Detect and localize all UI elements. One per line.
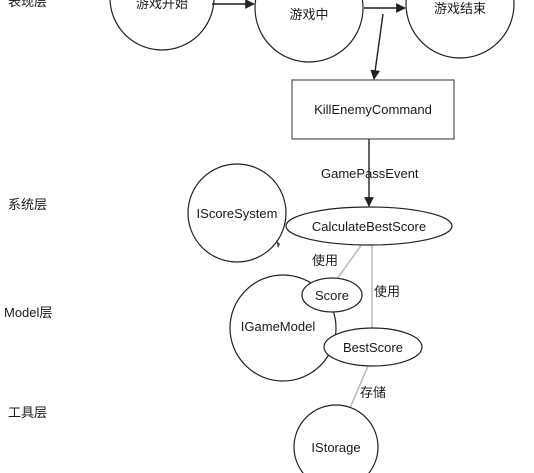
store-label: 存储 bbox=[360, 385, 386, 400]
in-game-label: 游戏中 bbox=[289, 7, 328, 22]
game-over-label: 游戏结束 bbox=[434, 1, 486, 16]
layer-label-tools: 工具层 bbox=[8, 405, 47, 420]
best-score-label: BestScore bbox=[343, 340, 403, 355]
best-score-node[interactable] bbox=[323, 327, 423, 367]
storage-label: IStorage bbox=[311, 440, 360, 455]
connector-calculate-to-score bbox=[336, 243, 363, 280]
score-system-node[interactable] bbox=[187, 163, 287, 263]
storage-node[interactable] bbox=[293, 404, 379, 473]
kill-enemy-command-box[interactable] bbox=[291, 79, 455, 140]
layer-label-model: Model层 bbox=[4, 305, 52, 320]
calculate-best-score-node[interactable] bbox=[285, 206, 453, 246]
connector-bestscore-to-storage bbox=[349, 365, 369, 409]
kill-enemy-command-label: KillEnemyCommand bbox=[314, 102, 432, 117]
arrow-ingame-to-command bbox=[370, 13, 384, 80]
cursor-mark bbox=[276, 240, 280, 248]
game-start-node[interactable] bbox=[109, 0, 215, 51]
calculate-best-score-label: CalculateBestScore bbox=[312, 219, 426, 234]
game-start-label: 游戏开始 bbox=[136, 0, 188, 11]
use-best-score-label: 使用 bbox=[374, 284, 400, 299]
game-over-node[interactable] bbox=[405, 0, 515, 59]
score-node[interactable] bbox=[301, 277, 363, 313]
game-model-label: IGameModel bbox=[241, 319, 316, 334]
game-pass-event-label: GamePassEvent bbox=[321, 166, 419, 181]
score-label: Score bbox=[315, 288, 349, 303]
score-system-label: IScoreSystem bbox=[197, 206, 278, 221]
layer-label-system: 系统层 bbox=[8, 197, 47, 212]
in-game-node[interactable] bbox=[254, 0, 364, 63]
use-score-label: 使用 bbox=[312, 253, 338, 268]
layer-label-presentation: 表现层 bbox=[8, 0, 47, 9]
